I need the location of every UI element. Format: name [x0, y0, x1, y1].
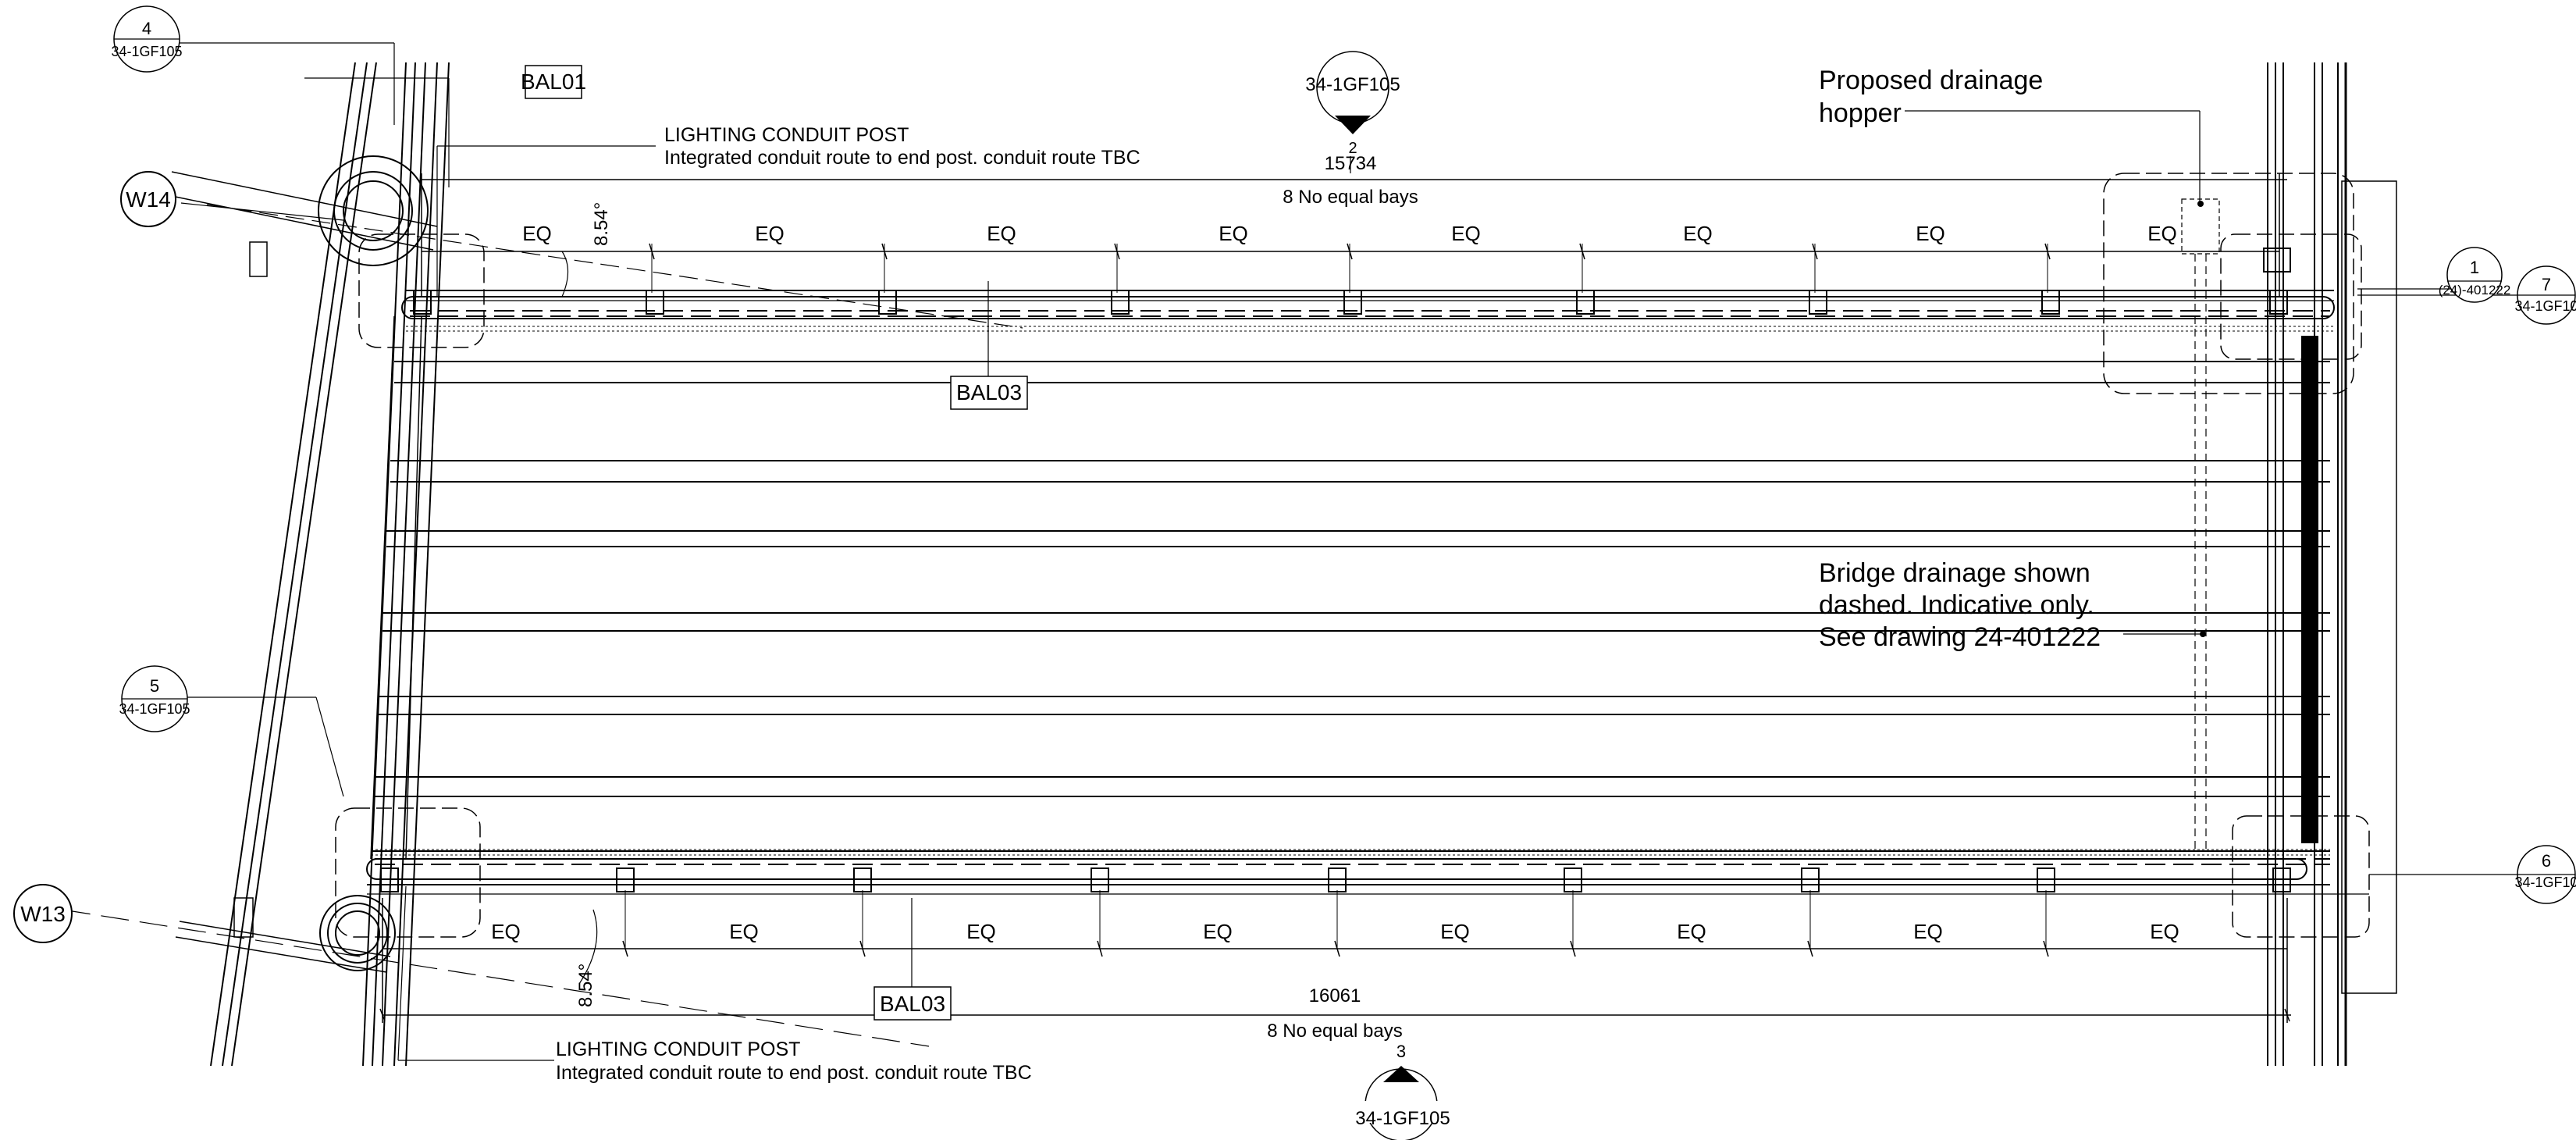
svg-text:Integrated conduit route to en: Integrated conduit route to end post. co… [556, 1062, 1032, 1084]
svg-text:EQ: EQ [1451, 222, 1481, 245]
svg-text:EQ: EQ [1677, 920, 1706, 943]
section-marker-7: 7 34-1GF10 [2514, 265, 2576, 325]
section-marker-1: 1 (24)-401222 [2439, 247, 2511, 303]
svg-text:EQ: EQ [755, 222, 785, 245]
svg-text:8.54°: 8.54° [591, 202, 612, 246]
section-marker-4: 4 34-1GF105 [111, 5, 183, 73]
svg-text:8 No equal bays: 8 No equal bays [1267, 1021, 1402, 1042]
svg-text:See drawing 24-401222: See drawing 24-401222 [1819, 622, 2101, 652]
grid-ref-w14: W14 [120, 171, 176, 227]
svg-text:34-1GF10: 34-1GF10 [2514, 875, 2576, 890]
svg-text:2: 2 [1348, 140, 1357, 157]
svg-text:BAL03: BAL03 [880, 992, 945, 1016]
dimension-lines [379, 173, 2291, 1023]
note-drainage-hopper: Proposed drainage hopper [1819, 66, 2043, 128]
svg-text:16061: 16061 [1309, 985, 1361, 1006]
section-marker-5: 5 34-1GF105 [119, 665, 190, 732]
note-bridge-drainage: Bridge drainage shown dashed. Indicative… [1819, 558, 2101, 652]
grid-ref-w13: W13 [13, 884, 73, 943]
right-structure [2103, 62, 2397, 1066]
svg-text:EQ: EQ [491, 920, 521, 943]
svg-text:34-1GF10: 34-1GF10 [2514, 298, 2576, 314]
elevation-marker-bottom: 3 34-1GF105 [1350, 1042, 1452, 1140]
svg-text:Proposed drainage: Proposed drainage [1819, 66, 2043, 95]
bottom-rail [335, 807, 2369, 938]
svg-text:EQ: EQ [1913, 920, 1943, 943]
tag-bal03-top: BAL03 [950, 376, 1028, 410]
note-lighting-conduit-bottom: LIGHTING CONDUIT POST Integrated conduit… [556, 1038, 1032, 1084]
svg-text:8.54°: 8.54° [575, 964, 596, 1007]
svg-text:EQ: EQ [1440, 920, 1470, 943]
svg-text:Bridge drainage shown: Bridge drainage shown [1819, 558, 2090, 588]
svg-text:W14: W14 [126, 187, 171, 212]
svg-text:EQ: EQ [1683, 222, 1713, 245]
tag-bal03-bottom: BAL03 [873, 986, 952, 1021]
elevation-marker-top: 34-1GF105 2 [1305, 51, 1400, 157]
svg-text:EQ: EQ [729, 920, 759, 943]
svg-text:34-1GF105: 34-1GF105 [1305, 74, 1400, 95]
svg-text:34-1GF105: 34-1GF105 [111, 44, 182, 59]
svg-text:EQ: EQ [2147, 222, 2177, 245]
svg-text:34-1GF105: 34-1GF105 [1355, 1108, 1450, 1129]
tag-bal01: BAL01 [521, 65, 586, 99]
svg-text:3: 3 [1397, 1042, 1406, 1061]
svg-text:1: 1 [2470, 258, 2479, 277]
svg-text:7: 7 [2542, 275, 2551, 294]
svg-text:EQ: EQ [2150, 920, 2179, 943]
svg-text:EQ: EQ [966, 920, 996, 943]
svg-text:dashed. Indicative only.: dashed. Indicative only. [1819, 590, 2094, 620]
note-lighting-conduit-top: LIGHTING CONDUIT POST Integrated conduit… [664, 124, 1140, 169]
svg-text:34-1GF105: 34-1GF105 [119, 701, 190, 717]
svg-text:EQ: EQ [987, 222, 1016, 245]
svg-text:(24)-401222: (24)-401222 [2439, 283, 2511, 297]
svg-text:BAL03: BAL03 [956, 380, 1022, 404]
svg-text:15734: 15734 [1325, 153, 1377, 174]
deck-planks [370, 315, 2330, 860]
left-structure [62, 62, 1023, 1067]
svg-text:hopper: hopper [1819, 98, 1902, 128]
svg-text:5: 5 [150, 676, 159, 696]
section-marker-6: 6 34-1GF10 [2514, 845, 2576, 904]
dimension-labels-top: 15734 8 No equal bays EQ EQ EQ EQ EQ EQ … [522, 153, 2177, 246]
svg-text:BAL01: BAL01 [521, 69, 586, 94]
svg-text:6: 6 [2542, 851, 2551, 871]
svg-text:LIGHTING CONDUIT POST: LIGHTING CONDUIT POST [556, 1038, 800, 1060]
svg-text:EQ: EQ [522, 222, 552, 245]
svg-text:EQ: EQ [1203, 920, 1233, 943]
svg-text:Integrated conduit route to en: Integrated conduit route to end post. co… [664, 147, 1140, 169]
svg-text:4: 4 [142, 19, 151, 38]
svg-text:W13: W13 [20, 902, 66, 926]
svg-text:EQ: EQ [1916, 222, 1945, 245]
svg-text:8 No equal bays: 8 No equal bays [1283, 187, 1418, 208]
dimension-labels-bottom: 16061 8 No equal bays EQ EQ EQ EQ EQ EQ … [491, 920, 2179, 1042]
svg-text:LIGHTING CONDUIT POST: LIGHTING CONDUIT POST [664, 124, 909, 146]
svg-text:EQ: EQ [1219, 222, 1248, 245]
